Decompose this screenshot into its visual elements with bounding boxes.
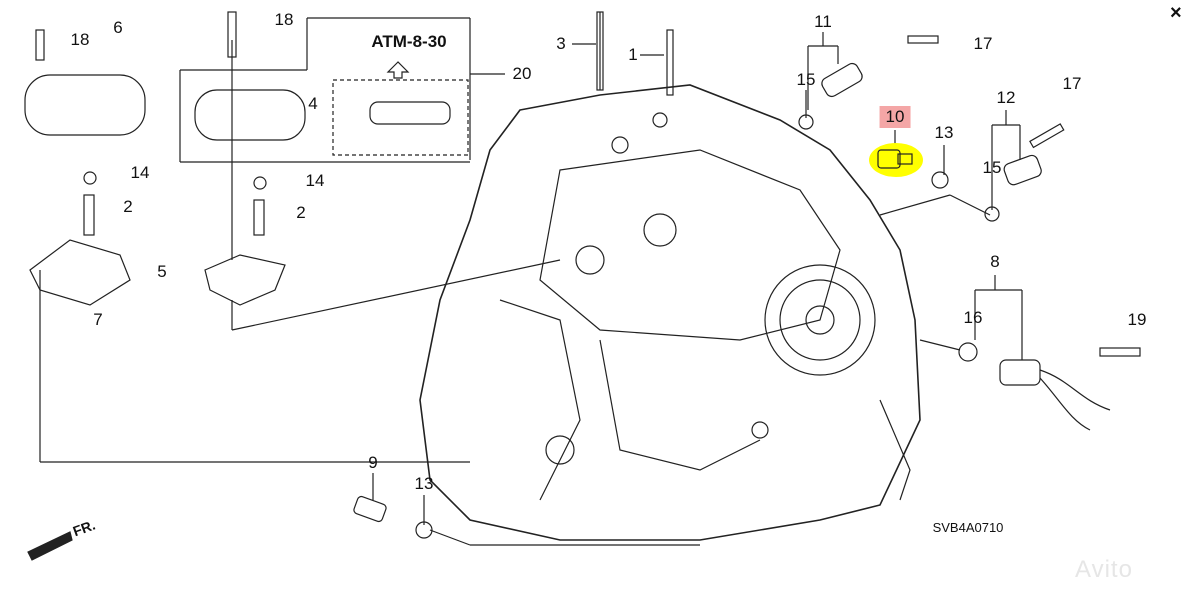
callout-15: 15 [982, 158, 1002, 177]
solenoid-4 [194, 89, 306, 141]
callout-13: 13 [934, 123, 954, 142]
solenoid-atm [369, 101, 451, 125]
callout-13: 13 [414, 474, 434, 493]
callout-20: 20 [512, 64, 532, 83]
callout-10-highlighted: 10 [879, 106, 911, 128]
parts [24, 11, 1141, 561]
callout-14: 14 [305, 171, 325, 190]
callout-2: 2 [123, 197, 133, 216]
cover-7 [29, 239, 131, 306]
leader-lines [39, 11, 1023, 546]
callout-2: 2 [296, 203, 306, 222]
callout-5: 5 [157, 262, 167, 281]
diagram-code: SVB4A0710 [932, 520, 1004, 535]
callout-7: 7 [93, 310, 103, 329]
bolt-18a [35, 29, 45, 61]
callout-1: 1 [628, 45, 638, 64]
callout-14: 14 [130, 163, 150, 182]
callout-12: 12 [996, 88, 1016, 107]
sensor-8 [999, 359, 1041, 386]
bolt-18b [227, 11, 237, 58]
transmission-case [419, 84, 921, 541]
close-button[interactable]: × [1170, 2, 1182, 24]
avito-watermark: Avito [1075, 556, 1133, 583]
solenoid-6 [24, 74, 146, 136]
callout-18: 18 [274, 10, 294, 29]
switch-9 [353, 495, 387, 523]
callout-11: 11 [814, 12, 832, 31]
callout-18: 18 [70, 30, 90, 49]
reference-label[interactable]: ATM-8-30 [371, 32, 447, 51]
callout-4: 4 [308, 94, 318, 113]
callout-16: 16 [963, 308, 983, 327]
front-arrow [27, 531, 73, 561]
sensor-11 [821, 62, 863, 98]
pressure-switch-10-highlighted [869, 143, 923, 177]
callout-8: 8 [990, 252, 1000, 271]
sensor-12 [1003, 154, 1042, 186]
callout-17: 17 [1062, 74, 1082, 93]
callout-3: 3 [556, 34, 566, 53]
callout-9: 9 [368, 453, 378, 472]
cover-5 [204, 254, 286, 306]
callout-15: 15 [796, 70, 816, 89]
callout-19: 19 [1127, 310, 1147, 329]
callout-6: 6 [113, 18, 123, 37]
callout-17: 17 [973, 34, 993, 53]
